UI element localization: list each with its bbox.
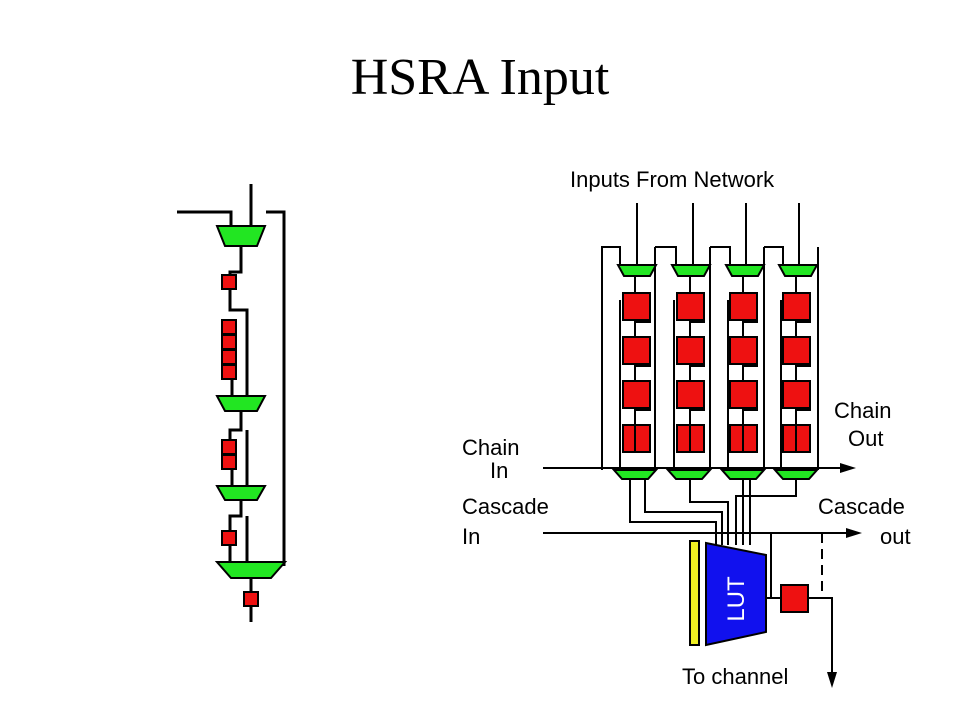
detailed-input-block: Inputs From Network [462,167,911,689]
mux [215,225,267,247]
register [221,454,237,470]
cascade-in-label-line1: Cascade [462,494,549,519]
chain-out-label-line2: Out [848,426,883,451]
lut-label: LUT [723,576,750,622]
mux [215,485,267,501]
chain-out-label-line1: Chain [834,398,891,423]
register [782,336,811,365]
to-channel-arrowhead [827,672,837,688]
inputs-from-network-label: Inputs From Network [570,167,775,192]
to-channel-label: To channel [682,664,788,689]
mux [665,469,713,480]
register [676,380,705,409]
register [221,274,237,290]
register [221,319,237,335]
chain-in-label-line2: In [490,458,508,483]
register [782,380,811,409]
register [729,292,758,321]
register [622,424,651,453]
cascade-out-arrowhead [846,528,862,538]
lut-block [705,541,767,647]
register [221,334,237,350]
mux [616,264,658,277]
cascade-out-label-line1: Cascade [818,494,905,519]
register [676,336,705,365]
simplified-input-chain [177,184,288,622]
register [622,380,651,409]
register [729,380,758,409]
register [622,336,651,365]
config-bar [689,540,700,646]
slide-title: HSRA Input [350,49,610,106]
cascade-in-label-line2: In [462,524,480,549]
mux [719,469,767,480]
register [221,364,237,380]
chain-in-label-line1: Chain [462,435,519,460]
mux [611,469,659,480]
register [221,349,237,365]
output-register [780,584,809,613]
register [622,292,651,321]
mux [772,469,820,480]
mux [670,264,712,277]
register [243,591,259,607]
mux [215,395,267,412]
register [221,530,237,546]
register [676,292,705,321]
register [782,292,811,321]
mux [777,264,819,277]
mux [724,264,766,277]
register [221,439,237,455]
register [729,336,758,365]
cascade-out-label-line2: out [880,524,911,549]
chain-out-arrowhead [840,463,856,473]
mux [214,561,288,579]
